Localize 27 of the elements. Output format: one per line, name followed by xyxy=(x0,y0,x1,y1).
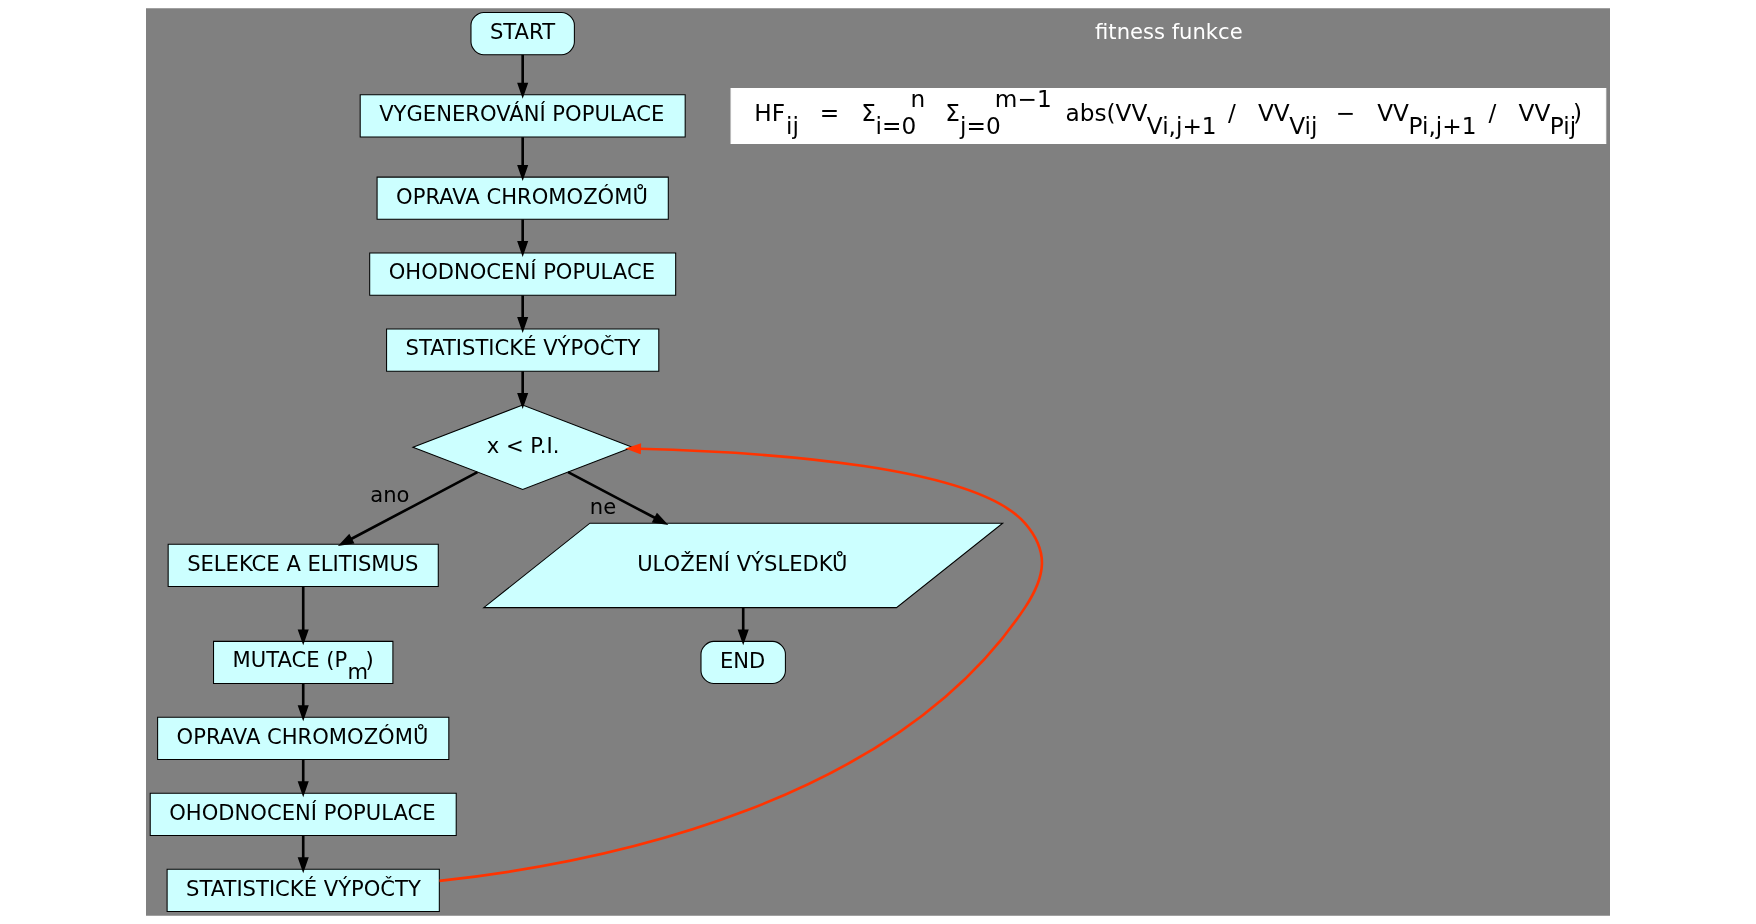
node-box: OPRAVA CHROMOZÓMŮ xyxy=(376,176,669,220)
node-box: SELEKCE A ELITISMUS xyxy=(167,543,439,588)
node-diamond: x < P.I. xyxy=(411,404,634,490)
arrow xyxy=(517,137,529,181)
node-box: END xyxy=(700,640,786,685)
arrow xyxy=(517,54,529,99)
arrow xyxy=(517,371,529,409)
node-box: OPRAVA CHROMOZÓMŮ xyxy=(157,716,450,761)
arrow xyxy=(297,835,309,874)
arrow xyxy=(337,471,479,546)
node-box: OHODNOCENÍ POPULACE xyxy=(149,792,457,837)
node-box: OHODNOCENÍ POPULACE xyxy=(369,252,677,296)
node-box: VYGENEROVÁNÍ POPULACE xyxy=(359,94,686,138)
arrow xyxy=(297,683,309,722)
node-box: STATISTICKÉ VÝPOČTY xyxy=(166,868,440,912)
arrow xyxy=(439,443,1044,883)
arrow xyxy=(517,295,529,333)
node-box: STATISTICKÉ VÝPOČTY xyxy=(386,328,660,372)
label: fitness funkce xyxy=(1095,18,1243,44)
node-box: START xyxy=(470,12,575,56)
arrow xyxy=(737,607,749,646)
arrow xyxy=(297,586,309,646)
edge-label: ano xyxy=(370,481,410,507)
arrow xyxy=(297,759,309,798)
edge-label: ne xyxy=(589,494,617,520)
arrow xyxy=(517,219,529,257)
arrow xyxy=(567,471,669,525)
